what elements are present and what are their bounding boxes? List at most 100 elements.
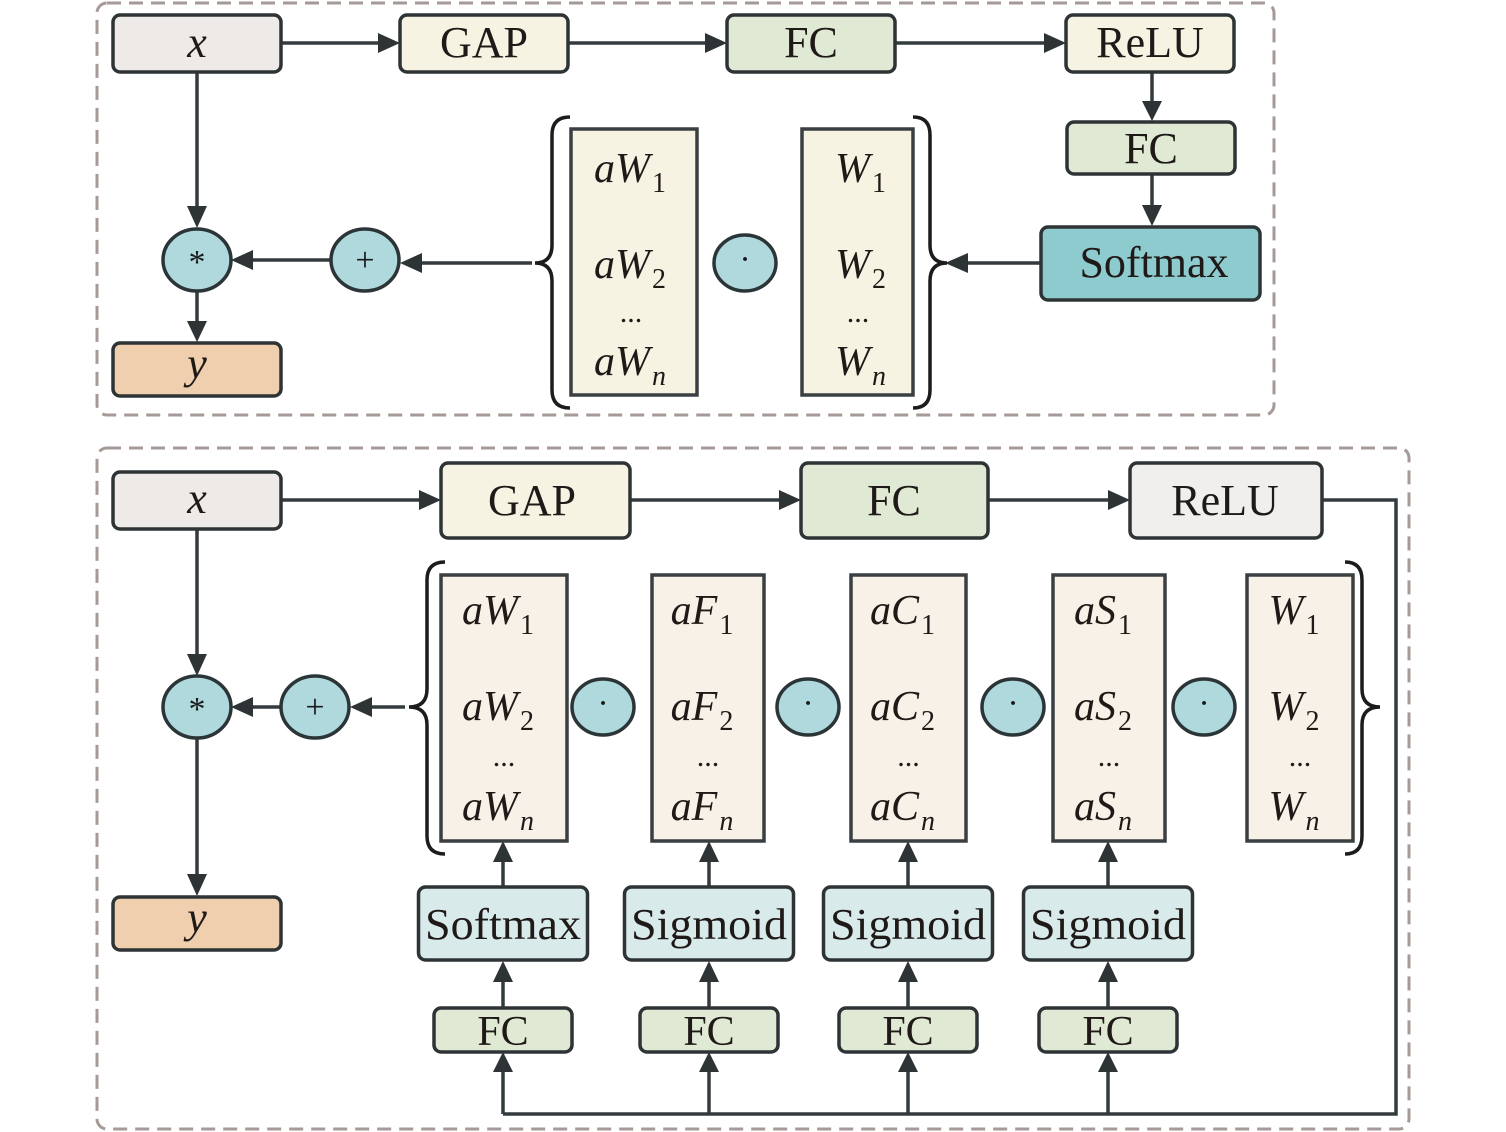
arrowhead: [779, 490, 801, 510]
top-multiply-operator: *: [161, 227, 233, 293]
bottom-vector-aW: aW1aW2aWn...: [439, 573, 569, 843]
gap-label: GAP: [488, 476, 576, 525]
bottom-add-operator: +: [279, 674, 351, 740]
vector-entry: aC2: [870, 684, 935, 737]
arrowhead: [699, 1052, 719, 1072]
top-output-node[interactable]: y: [111, 339, 283, 398]
edge-relu-feedback-bus: [503, 498, 1398, 1116]
top-module-border: [95, 1, 1276, 417]
arrowhead: [231, 697, 253, 717]
arrowhead: [231, 250, 253, 270]
arrowhead: [350, 697, 372, 717]
vector-entry: Wn: [835, 339, 886, 392]
arrowhead: [493, 1052, 513, 1072]
arrowhead: [705, 33, 727, 53]
fc2-label: FC: [1124, 124, 1178, 173]
arrowhead: [493, 961, 513, 982]
fc-label: FC: [683, 1009, 734, 1055]
branch-2-fc-node[interactable]: FC: [638, 1006, 780, 1055]
bottom-dot-operator-1: ·: [570, 677, 636, 737]
fc-label: FC: [1082, 1009, 1133, 1055]
relu-label: ReLU: [1171, 476, 1279, 525]
top-relu-node[interactable]: ReLU: [1064, 13, 1236, 74]
top-gap-node[interactable]: GAP: [398, 13, 570, 74]
arrowhead: [187, 321, 207, 342]
branch-1-activation-node[interactable]: Softmax: [416, 885, 590, 962]
fc-label: FC: [867, 476, 921, 525]
fc-label: FC: [882, 1009, 933, 1055]
ellipsis: ...: [847, 296, 870, 329]
bottom-relu-node[interactable]: ReLU: [1128, 461, 1324, 540]
right-brace: [912, 115, 948, 410]
dot-product-icon: ·: [739, 241, 750, 278]
vector-entry: aWn: [594, 339, 666, 392]
vector-entry: aCn: [870, 784, 935, 837]
ellipsis: ...: [620, 296, 643, 329]
arrowhead: [1142, 101, 1162, 121]
ellipsis: ...: [897, 740, 920, 773]
top-input-node[interactable]: x: [111, 13, 283, 74]
multiply-icon: *: [189, 691, 206, 728]
bottom-vector-aC: aC1 aC2 aCn...: [849, 573, 968, 843]
bottom-output-node[interactable]: y: [111, 893, 283, 952]
top-softmax-node[interactable]: Softmax: [1039, 225, 1262, 302]
branch-4-activation-node[interactable]: Sigmoid: [1021, 885, 1195, 962]
branch-2-activation-node[interactable]: Sigmoid: [622, 885, 796, 962]
arrowhead: [378, 33, 400, 53]
vector-entry: W1: [835, 146, 886, 199]
vector-entry: aFn: [671, 784, 734, 837]
gap-label: GAP: [440, 18, 528, 67]
fc-label: FC: [784, 18, 838, 67]
bottom-dot-operator-3: ·: [980, 677, 1046, 737]
vector-entry: Wn: [1269, 784, 1320, 837]
bottom-fc-node[interactable]: FC: [799, 461, 990, 540]
activation-label: Sigmoid: [1030, 900, 1186, 949]
bottom-module-border: [95, 446, 1411, 1131]
arrowhead: [187, 206, 207, 228]
vector-entry: aC1: [870, 588, 935, 641]
dot-product-icon: ·: [1198, 685, 1209, 722]
top-vector-aW: aW1 aW2 ... aWn: [569, 127, 699, 397]
arrowhead: [1098, 1052, 1118, 1072]
branch-4-fc-node[interactable]: FC: [1037, 1006, 1179, 1055]
arrowhead: [1142, 205, 1162, 226]
top-vector-W: W1 W2 ... Wn: [800, 127, 915, 397]
bottom-vector-aS: aS1aS2aSn...: [1051, 573, 1167, 843]
arrowhead: [419, 490, 441, 510]
plus-icon: +: [355, 242, 374, 279]
bottom-vector-W: W1W2Wn...: [1245, 573, 1355, 843]
bottom-vector-aF: aF1aF2aFn...: [650, 573, 766, 843]
vector-entry: aWn: [462, 784, 534, 837]
dot-product-icon: ·: [597, 685, 608, 722]
output-label: y: [183, 893, 207, 942]
branch-3-activation-node[interactable]: Sigmoid: [821, 885, 995, 962]
bottom-gap-node[interactable]: GAP: [439, 461, 632, 540]
top-fc2-node[interactable]: FC: [1065, 120, 1237, 176]
ellipsis: ...: [493, 740, 516, 773]
input-label: x: [186, 18, 207, 67]
arrowhead: [400, 253, 422, 273]
arrowhead: [493, 841, 513, 862]
activation-label: Sigmoid: [830, 900, 986, 949]
top-dot-operator: ·: [712, 233, 778, 293]
activation-label: Softmax: [425, 900, 581, 949]
right-brace: [1344, 560, 1381, 856]
left-brace: [408, 560, 446, 856]
softmax-label: Softmax: [1079, 238, 1228, 287]
vector-entry: W1: [1269, 588, 1320, 641]
bottom-vectors: aW1aW2aWn...aF1aF2aFn...aC1aC2aCn...aS1a…: [439, 573, 1355, 843]
fc-label: FC: [477, 1009, 528, 1055]
relu-label: ReLU: [1096, 18, 1204, 67]
branch-1-fc-node[interactable]: FC: [432, 1006, 574, 1055]
top-fc-node[interactable]: FC: [725, 13, 897, 74]
bottom-input-node[interactable]: x: [111, 470, 283, 531]
vector-entry: aW2: [462, 684, 534, 737]
dot-product-icon: ·: [1007, 685, 1018, 722]
arrowhead: [187, 654, 207, 676]
vector-entry: W2: [1269, 684, 1320, 737]
left-brace: [534, 115, 571, 410]
branch-3-fc-node[interactable]: FC: [837, 1006, 979, 1055]
vector-entry: aF2: [671, 684, 734, 737]
